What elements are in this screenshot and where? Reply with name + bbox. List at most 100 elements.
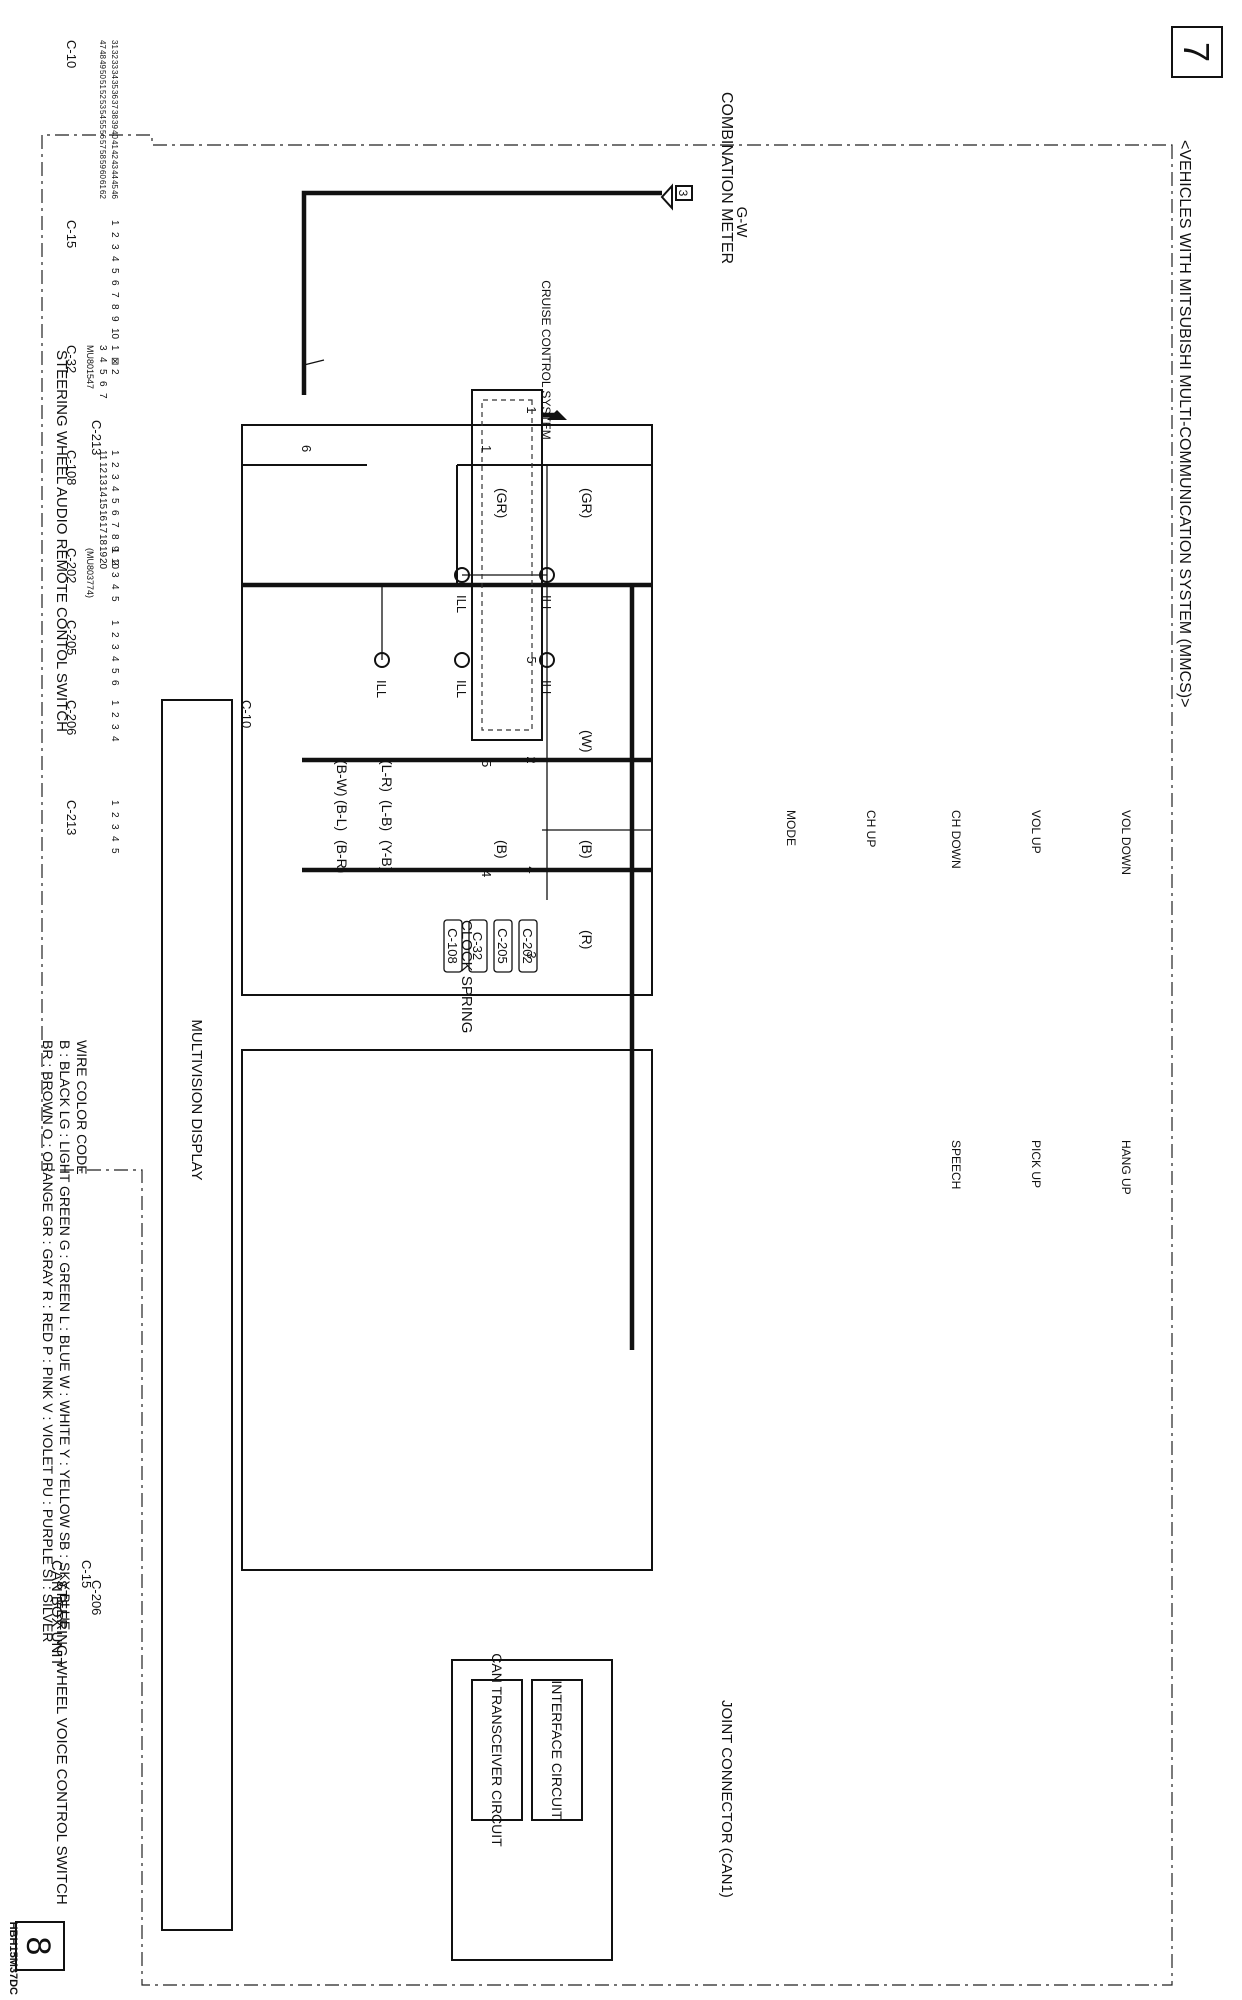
- pin: 5: [479, 760, 494, 767]
- connector-pin: 5: [109, 498, 120, 504]
- connector-pin: 5: [109, 268, 120, 274]
- connector-view-part: (MU803774): [85, 548, 95, 598]
- connector-view-label: C-206: [64, 700, 79, 735]
- connector-pin: 41: [110, 140, 119, 149]
- switch-ch-up: CH UP: [864, 810, 878, 847]
- connector-pin: 3: [109, 724, 120, 730]
- connector-pin: 14: [97, 486, 108, 498]
- connector-pin: 54: [98, 110, 107, 119]
- connector-pin: 16: [97, 510, 108, 522]
- connector-pin: 5: [109, 596, 120, 602]
- connector-pin: 2: [109, 712, 120, 718]
- connector-pin: 5: [109, 668, 120, 674]
- connector-view-label: C-205: [64, 620, 79, 655]
- switch-ch-down: CH DOWN: [949, 810, 963, 869]
- connector-view-c-206: C-206 1 2 3 4: [64, 700, 120, 742]
- connector-pin: 32: [110, 50, 119, 59]
- audio-switch-connector: C-213: [89, 420, 104, 455]
- system-boundary: [41, 134, 1173, 1986]
- connector-pin: 4: [109, 836, 120, 842]
- wire-label: (W): [579, 730, 595, 753]
- connector-pin: 10: [109, 558, 120, 570]
- connector-pin: 3: [109, 644, 120, 650]
- connector-pin: 38: [110, 110, 119, 119]
- connector-pin: 34: [110, 70, 119, 79]
- connector-pin: 44: [110, 170, 119, 179]
- wire-label: (B): [494, 840, 510, 859]
- connector-pin: 52: [98, 90, 107, 99]
- pin: 6: [299, 445, 314, 452]
- connector-pin: 59: [98, 160, 107, 169]
- connector-pin: 8: [109, 304, 120, 310]
- connector-pin: 10: [109, 328, 120, 340]
- wire-color-code-title: WIRE COLOR CODE: [74, 1040, 90, 1175]
- connector-pin: 62: [98, 190, 107, 199]
- connector-pin: 11: [97, 450, 108, 461]
- wire-label: (B-L): [334, 800, 350, 831]
- switch-pick-up: PICK UP: [1029, 1140, 1043, 1188]
- wire-labels-clock: (GR) (GR) (W) (B) (B) (R) (L-R) (L-B) (Y…: [334, 488, 595, 949]
- connector-pin: 39: [110, 120, 119, 129]
- connector-pin: 4: [109, 256, 120, 262]
- connector-view-label: C-213: [64, 800, 79, 835]
- wire-label: (R): [579, 930, 595, 949]
- can-box-interface: INTERFACE CIRCUIT: [549, 1680, 565, 1820]
- can-box-connector: C-15: [79, 1560, 94, 1588]
- connector-view-label: C-108: [64, 450, 79, 485]
- connector-pin: 2: [109, 232, 120, 238]
- connector-pin: 1: [109, 450, 120, 456]
- connector-pin: 60: [98, 170, 107, 179]
- connector-pin: 4: [109, 736, 120, 742]
- connector-pin: 37: [110, 100, 119, 109]
- connector-pin: 33: [110, 60, 119, 69]
- connector-pin: 1: [109, 700, 120, 706]
- can-box-transceiver: CAN TRANSCEIVER CIRCUIT: [489, 1653, 505, 1847]
- connector-pin: 1: [109, 620, 120, 626]
- connector-pin: 36: [110, 90, 119, 99]
- multivision-connector: C-10: [239, 700, 254, 728]
- connector-pin: 5: [97, 369, 108, 375]
- connector-pin: 1: [109, 220, 120, 226]
- multivision-display-label: MULTIVISION DISPLAY: [188, 1019, 205, 1180]
- switch-speech: SPEECH: [949, 1140, 963, 1189]
- switch-vol-down: VOL DOWN: [1119, 810, 1133, 875]
- can-box-label: CAN BOX UNIT: [48, 1560, 65, 1667]
- connector-pin: 45: [110, 180, 119, 189]
- connector-pin: 57: [98, 140, 107, 149]
- connector-tags: C-202 C-205 C-32 C-108: [443, 919, 538, 973]
- switch-vol-up: VOL UP: [1029, 810, 1043, 854]
- multivision-display-box: [161, 699, 233, 1931]
- combination-meter-label: COMBINATION METER: [718, 92, 735, 264]
- connector-pin: 6: [109, 510, 120, 516]
- connector-pin: 50: [98, 70, 107, 79]
- connector-view-label: C-15: [64, 220, 79, 248]
- tag-c32: C-32: [470, 932, 485, 960]
- connector-pin: 2: [109, 632, 120, 638]
- pin-combination-meter: 3: [676, 190, 690, 197]
- ill-label: ILL: [374, 680, 389, 698]
- connector-pin: 2: [109, 462, 120, 468]
- tag-c108: C-108: [445, 928, 460, 963]
- audio-switch-label: STEERING WHEEL AUDIO REMOTE CONTOL SWITC…: [53, 350, 70, 732]
- pin: 4: [479, 870, 494, 877]
- connector-pin: 4: [109, 584, 120, 590]
- connector-pin: 3: [109, 244, 120, 250]
- wire-label: (L-B): [379, 800, 395, 831]
- joint-connector-label: JOINT CONNECTOR (CAN1): [718, 1700, 735, 1898]
- connector-pin: 31: [110, 40, 119, 49]
- connector-pin: 2: [109, 560, 120, 566]
- connector-pin: 1: [109, 345, 120, 351]
- connector-pin: 55: [98, 120, 107, 129]
- wire-label: (Y-B): [379, 840, 395, 871]
- connector-pin: 1: [109, 548, 120, 554]
- connector-pin: 3: [97, 345, 108, 351]
- wire-label: (L-R): [379, 760, 395, 792]
- wire-label: (GR): [579, 488, 595, 518]
- connector-pin: 49: [98, 60, 107, 69]
- pin: 1: [479, 445, 494, 452]
- connector-pin: 18: [97, 534, 108, 546]
- voice-switch-label: STEERING WHEEL VOICE CONTROL SWITCH: [53, 1580, 70, 1905]
- connector-pin: 20: [97, 558, 108, 570]
